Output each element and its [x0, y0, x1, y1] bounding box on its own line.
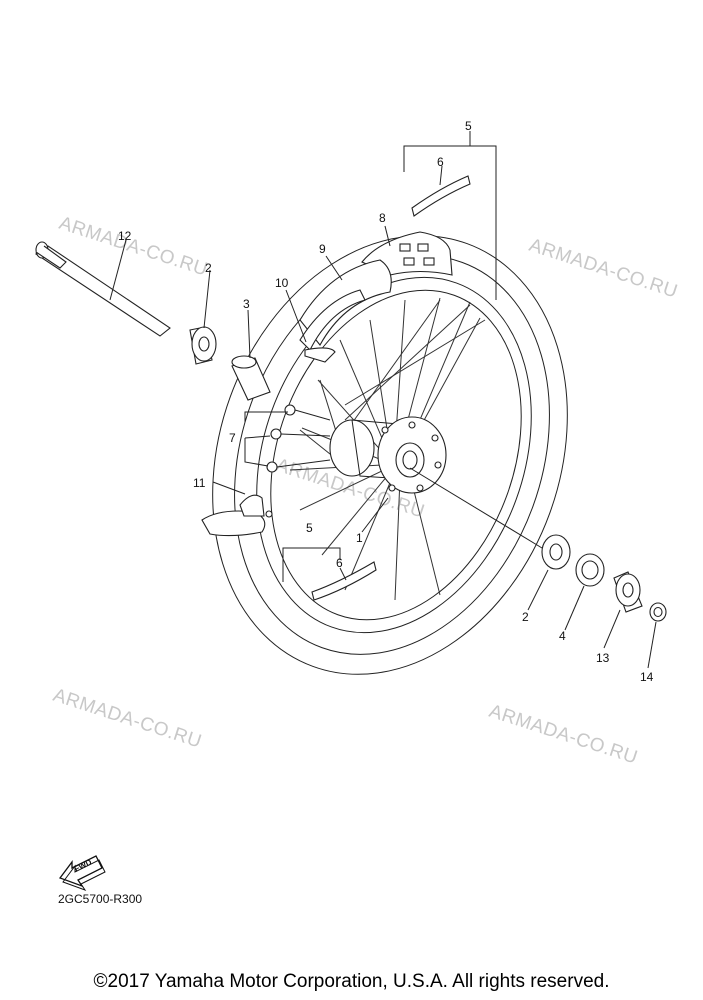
- callout-labels: 1 2 2 3 4 5 5 6 6 7 8 9 10 11 12 13 14: [118, 119, 654, 684]
- callout-2-right: 2: [522, 610, 529, 624]
- watermark: ARMADA-CO.RU: [486, 701, 640, 769]
- watermark: ARMADA-CO.RU: [526, 235, 680, 303]
- tire-inner: [234, 255, 550, 655]
- callout-6: 6: [437, 155, 444, 169]
- spacer: [613, 571, 643, 613]
- diagram-code: 2GC5700-R300: [58, 892, 143, 906]
- callout-5: 5: [465, 119, 472, 133]
- tire-section: [299, 231, 453, 363]
- fwd-arrow-icon: FWD: [58, 855, 106, 891]
- callout-5-lower: 5: [306, 521, 313, 535]
- bearing-left: [189, 326, 217, 365]
- rim-tape-top: [411, 175, 471, 217]
- callout-12: 12: [118, 229, 132, 243]
- oil-seal: [575, 553, 605, 587]
- rim-inner: [270, 289, 522, 621]
- callout-11: 11: [193, 476, 206, 490]
- copyright-text: ©2017 Yamaha Motor Corporation, U.S.A. A…: [93, 971, 610, 992]
- callout-1: 1: [356, 531, 363, 545]
- bearing-right: [541, 534, 571, 570]
- callout-7: 7: [229, 431, 236, 445]
- callout-8: 8: [379, 211, 386, 225]
- leader-lines: [109, 131, 657, 669]
- rim-outer: [256, 276, 532, 634]
- callout-3: 3: [243, 297, 250, 311]
- collar: [231, 355, 271, 401]
- bolts: [266, 404, 331, 473]
- callout-10: 10: [275, 276, 289, 290]
- hub: [329, 416, 447, 494]
- watermark: ARMADA-CO.RU: [50, 685, 204, 753]
- axle: [35, 241, 171, 337]
- wheel-assembly: [212, 235, 568, 675]
- callout-6-lower: 6: [336, 556, 343, 570]
- tire-outer: [212, 235, 568, 675]
- callout-9: 9: [319, 242, 326, 256]
- callout-13: 13: [596, 651, 610, 665]
- rim-tape-bottom: [311, 561, 377, 601]
- collar-right: [649, 602, 667, 622]
- inner-tube: [201, 494, 273, 537]
- callout-14: 14: [640, 670, 654, 684]
- callout-4: 4: [559, 629, 566, 643]
- callout-2: 2: [205, 261, 212, 275]
